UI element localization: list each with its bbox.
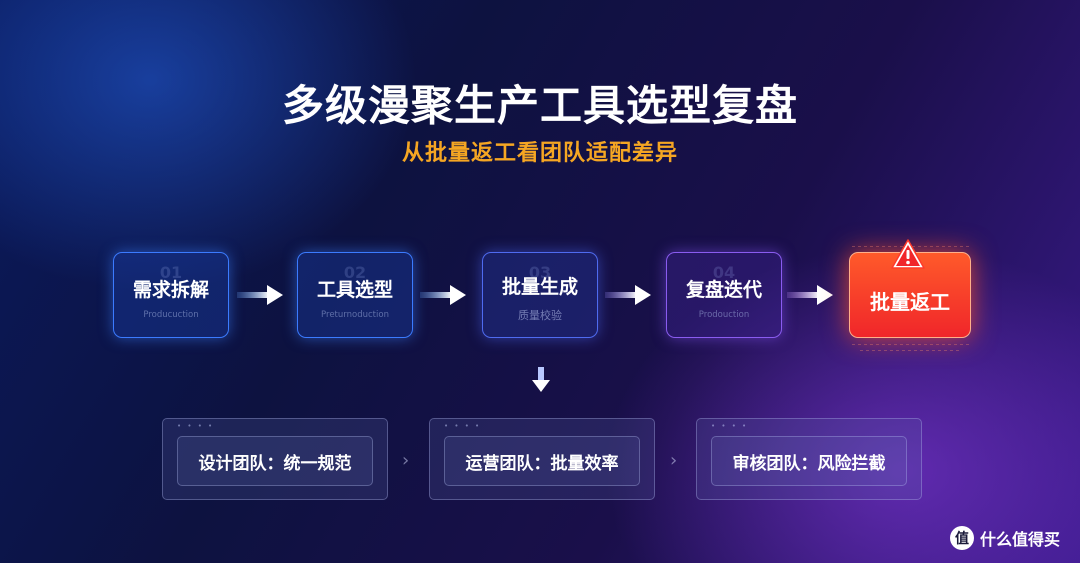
arrow-right-icon	[605, 285, 651, 305]
decor-dots: • • • •	[711, 422, 749, 430]
step-sublabel: Producuction	[143, 309, 199, 320]
watermark-logo: 值	[950, 526, 974, 550]
warning-icon	[891, 239, 925, 269]
decor-dots: • • • •	[177, 422, 215, 430]
team-label: 设计团队：统一规范	[177, 436, 373, 486]
arrow-down-icon	[532, 367, 550, 392]
decor-dash-line	[852, 344, 970, 345]
page-subtitle: 从批量返工看团队适配差异	[401, 141, 678, 166]
step-label: 批量生成	[501, 275, 578, 298]
step-label: 工具选型	[316, 278, 393, 301]
step-label: 批量返工	[870, 289, 950, 314]
team-label: 审核团队：风险拦截	[711, 436, 907, 486]
step-number: 03	[528, 263, 552, 282]
flow-step-1: 01 需求拆解 Producuction	[113, 252, 229, 338]
arrow-right-icon	[237, 285, 283, 305]
watermark-text: 什么值得买	[980, 530, 1061, 549]
step-sublabel: Preturnoduction	[321, 309, 389, 320]
step-number: 01	[159, 263, 183, 282]
step-sublabel: Prodouction	[698, 309, 750, 320]
watermark: 值 什么值得买	[950, 526, 1060, 550]
arrow-right-icon	[787, 285, 833, 305]
flow-step-4: 04 复盘迭代 Prodouction	[666, 252, 782, 338]
step-number: 04	[712, 263, 736, 282]
decor-dots: • • • •	[444, 422, 482, 430]
team-label: 运营团队：批量效率	[444, 436, 640, 486]
team-card-review: • • • • 审核团队：风险拦截	[696, 418, 922, 500]
chevron-right-icon: ›	[670, 450, 678, 471]
step-number: 02	[343, 263, 367, 282]
decor-dash-line	[860, 350, 960, 351]
chevron-right-icon: ›	[402, 450, 410, 471]
flow-step-2: 02 工具选型 Preturnoduction	[297, 252, 413, 338]
page-title: 多级漫聚生产工具选型复盘	[281, 81, 798, 130]
step-label: 复盘迭代	[685, 278, 762, 301]
team-card-design: • • • • 设计团队：统一规范	[162, 418, 388, 500]
team-card-operations: • • • • 运营团队：批量效率	[429, 418, 655, 500]
step-label: 需求拆解	[132, 278, 209, 301]
step-sublabel: 质量校验	[518, 308, 562, 322]
arrow-right-icon	[420, 285, 466, 305]
flow-step-3: 03 批量生成 质量校验	[482, 252, 598, 338]
